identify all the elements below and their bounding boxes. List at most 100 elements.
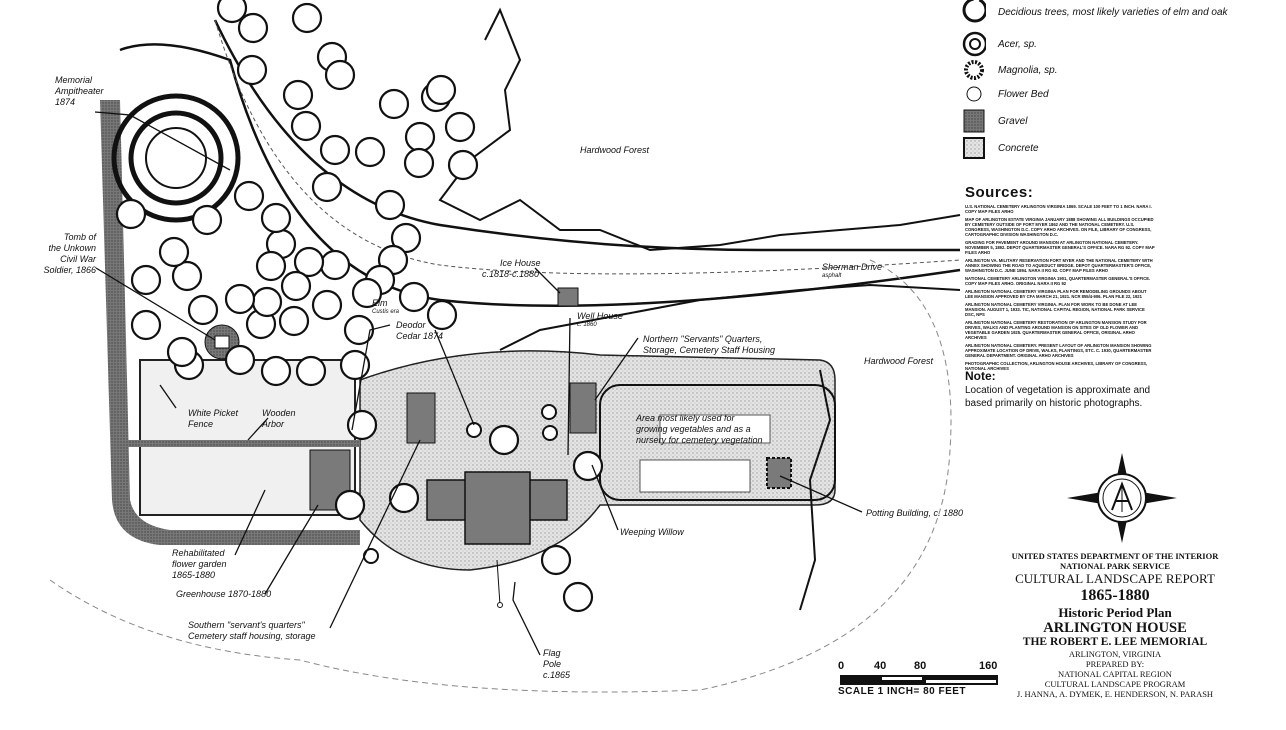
- source-entry: Arlington National Cemetery Virginia Pla…: [965, 289, 1147, 299]
- deciduous-tree-icon: [962, 0, 986, 24]
- deciduous-tree: [255, 250, 287, 282]
- deciduous-tree: [236, 54, 268, 86]
- program: CULTURAL LANDSCAPE PROGRAM: [1044, 679, 1186, 689]
- source-entry: U.S. National Cemetery Arlington Virgini…: [965, 204, 1152, 214]
- vegetable-area: [599, 384, 836, 501]
- acer-tree: [466, 422, 482, 438]
- deciduous-tree: [398, 281, 430, 313]
- deciduous-tree: [233, 180, 265, 212]
- source-entry: National Cemetery Arlington Virginia 190…: [965, 276, 1151, 286]
- source-entry: Photographic Collection, Arlington House…: [965, 361, 1148, 371]
- scale-tick: 40: [874, 660, 887, 672]
- memorial-name: THE ROBERT E. LEE MEMORIAL: [1022, 636, 1208, 648]
- deciduous-tree: [191, 204, 223, 236]
- deciduous-tree: [278, 305, 310, 337]
- deciduous-tree: [311, 289, 343, 321]
- forest-edge: [438, 7, 961, 252]
- label-greenhouse: Greenhouse 1870-1880: [176, 589, 272, 599]
- deciduous-tree: [295, 355, 327, 387]
- note-heading: Note:: [965, 369, 996, 383]
- deciduous-tree: [334, 489, 366, 521]
- legend-item: Acer, sp.: [962, 31, 1037, 57]
- deciduous-tree: [311, 171, 343, 203]
- deciduous-tree: [260, 202, 292, 234]
- deciduous-tree: [319, 249, 351, 281]
- deciduous-tree: [251, 286, 283, 318]
- gravel-road: [100, 100, 360, 545]
- deciduous-tree: [562, 581, 594, 613]
- deciduous-tree: [346, 409, 378, 441]
- source-entry: Arlington National Cemetery. Present lay…: [965, 343, 1152, 358]
- deciduous-tree: [319, 134, 351, 166]
- deciduous-tree: [280, 270, 312, 302]
- magnolia-icon: [962, 58, 986, 82]
- deciduous-tree: [390, 222, 422, 254]
- region: NATIONAL CAPITAL REGION: [1058, 669, 1172, 679]
- deciduous-tree: [293, 246, 325, 278]
- deciduous-tree: [130, 264, 162, 296]
- source-entry: Arlington National Cemetery Virginia. Pl…: [965, 302, 1145, 317]
- potting-building: [766, 457, 792, 489]
- label-weeping-willow: Weeping Willow: [620, 527, 684, 537]
- deciduous-tree: [378, 88, 410, 120]
- leader-lines: [94, 111, 863, 656]
- label-hardwood-forest: Hardwood Forest: [580, 145, 650, 155]
- southern-quarters: [406, 392, 436, 444]
- deciduous-tree: [224, 283, 256, 315]
- deciduous-tree: [354, 136, 386, 168]
- deciduous-tree: [282, 79, 314, 111]
- deciduous-tree: [488, 424, 520, 456]
- department: UNITED STATES DEPARTMENT OF THE INTERIOR: [1011, 551, 1219, 561]
- deciduous-tree: [572, 450, 604, 482]
- scale: 0 40 80 160 Scale 1 inch= 80 feet: [838, 660, 1003, 697]
- north-arrow: [1067, 453, 1177, 543]
- amphitheater: [111, 93, 241, 223]
- deciduous-tree: [343, 314, 375, 346]
- deciduous-tree: [187, 294, 219, 326]
- legend-item: Gravel: [962, 109, 1027, 133]
- scale-tick: 80: [914, 660, 927, 672]
- authors: J. HANNA, A. DYMEK, E. HENDERSON, N. PAR…: [1016, 689, 1214, 699]
- scale-caption: Scale 1 inch= 80 feet: [838, 686, 967, 697]
- source-entry: Arlington Va. Military Reservation Fort …: [965, 258, 1153, 273]
- prepared-by: PREPARED BY:: [1085, 659, 1145, 669]
- deciduous-tree: [237, 12, 269, 44]
- deciduous-tree: [224, 344, 256, 376]
- legend-item: Concrete: [962, 136, 1039, 160]
- deciduous-tree: [425, 74, 457, 106]
- label-potting-building: Potting Building, c. 1880: [866, 508, 964, 518]
- period: 1865-1880: [1080, 587, 1150, 604]
- location: ARLINGTON, VIRGINIA: [1068, 649, 1162, 659]
- sources-section: Sources: U.S. National Cemetery Arlingto…: [965, 184, 1155, 374]
- northern-quarters: [569, 382, 597, 434]
- tree-group: [115, 0, 604, 613]
- scale-bar: [840, 675, 998, 685]
- deciduous-tree: [426, 299, 458, 331]
- deciduous-tree: [216, 0, 248, 24]
- deciduous-tree: [166, 336, 198, 368]
- deciduous-tree: [290, 110, 322, 142]
- source-entry: Grading for pavement around mansion at A…: [965, 240, 1155, 255]
- plan-name: Historic Period Plan: [1058, 605, 1172, 620]
- legend-item: Decidious trees, most likely varieties o…: [962, 0, 1228, 24]
- deciduous-tree: [130, 309, 162, 341]
- deciduous-tree: [404, 121, 436, 153]
- flower-bed-icon: [962, 82, 986, 106]
- concrete-swatch-icon: [962, 136, 986, 160]
- deciduous-tree: [324, 59, 356, 91]
- scale-tick: 0: [838, 660, 845, 672]
- note-text: Location of vegetation is approximate an…: [965, 385, 1151, 409]
- deciduous-tree: [351, 277, 383, 309]
- source-entry: Map of Arlington Estate Virginia January…: [965, 217, 1154, 237]
- legend-item: Magnolia, sp.: [962, 58, 1057, 82]
- arlington-house: [426, 471, 568, 545]
